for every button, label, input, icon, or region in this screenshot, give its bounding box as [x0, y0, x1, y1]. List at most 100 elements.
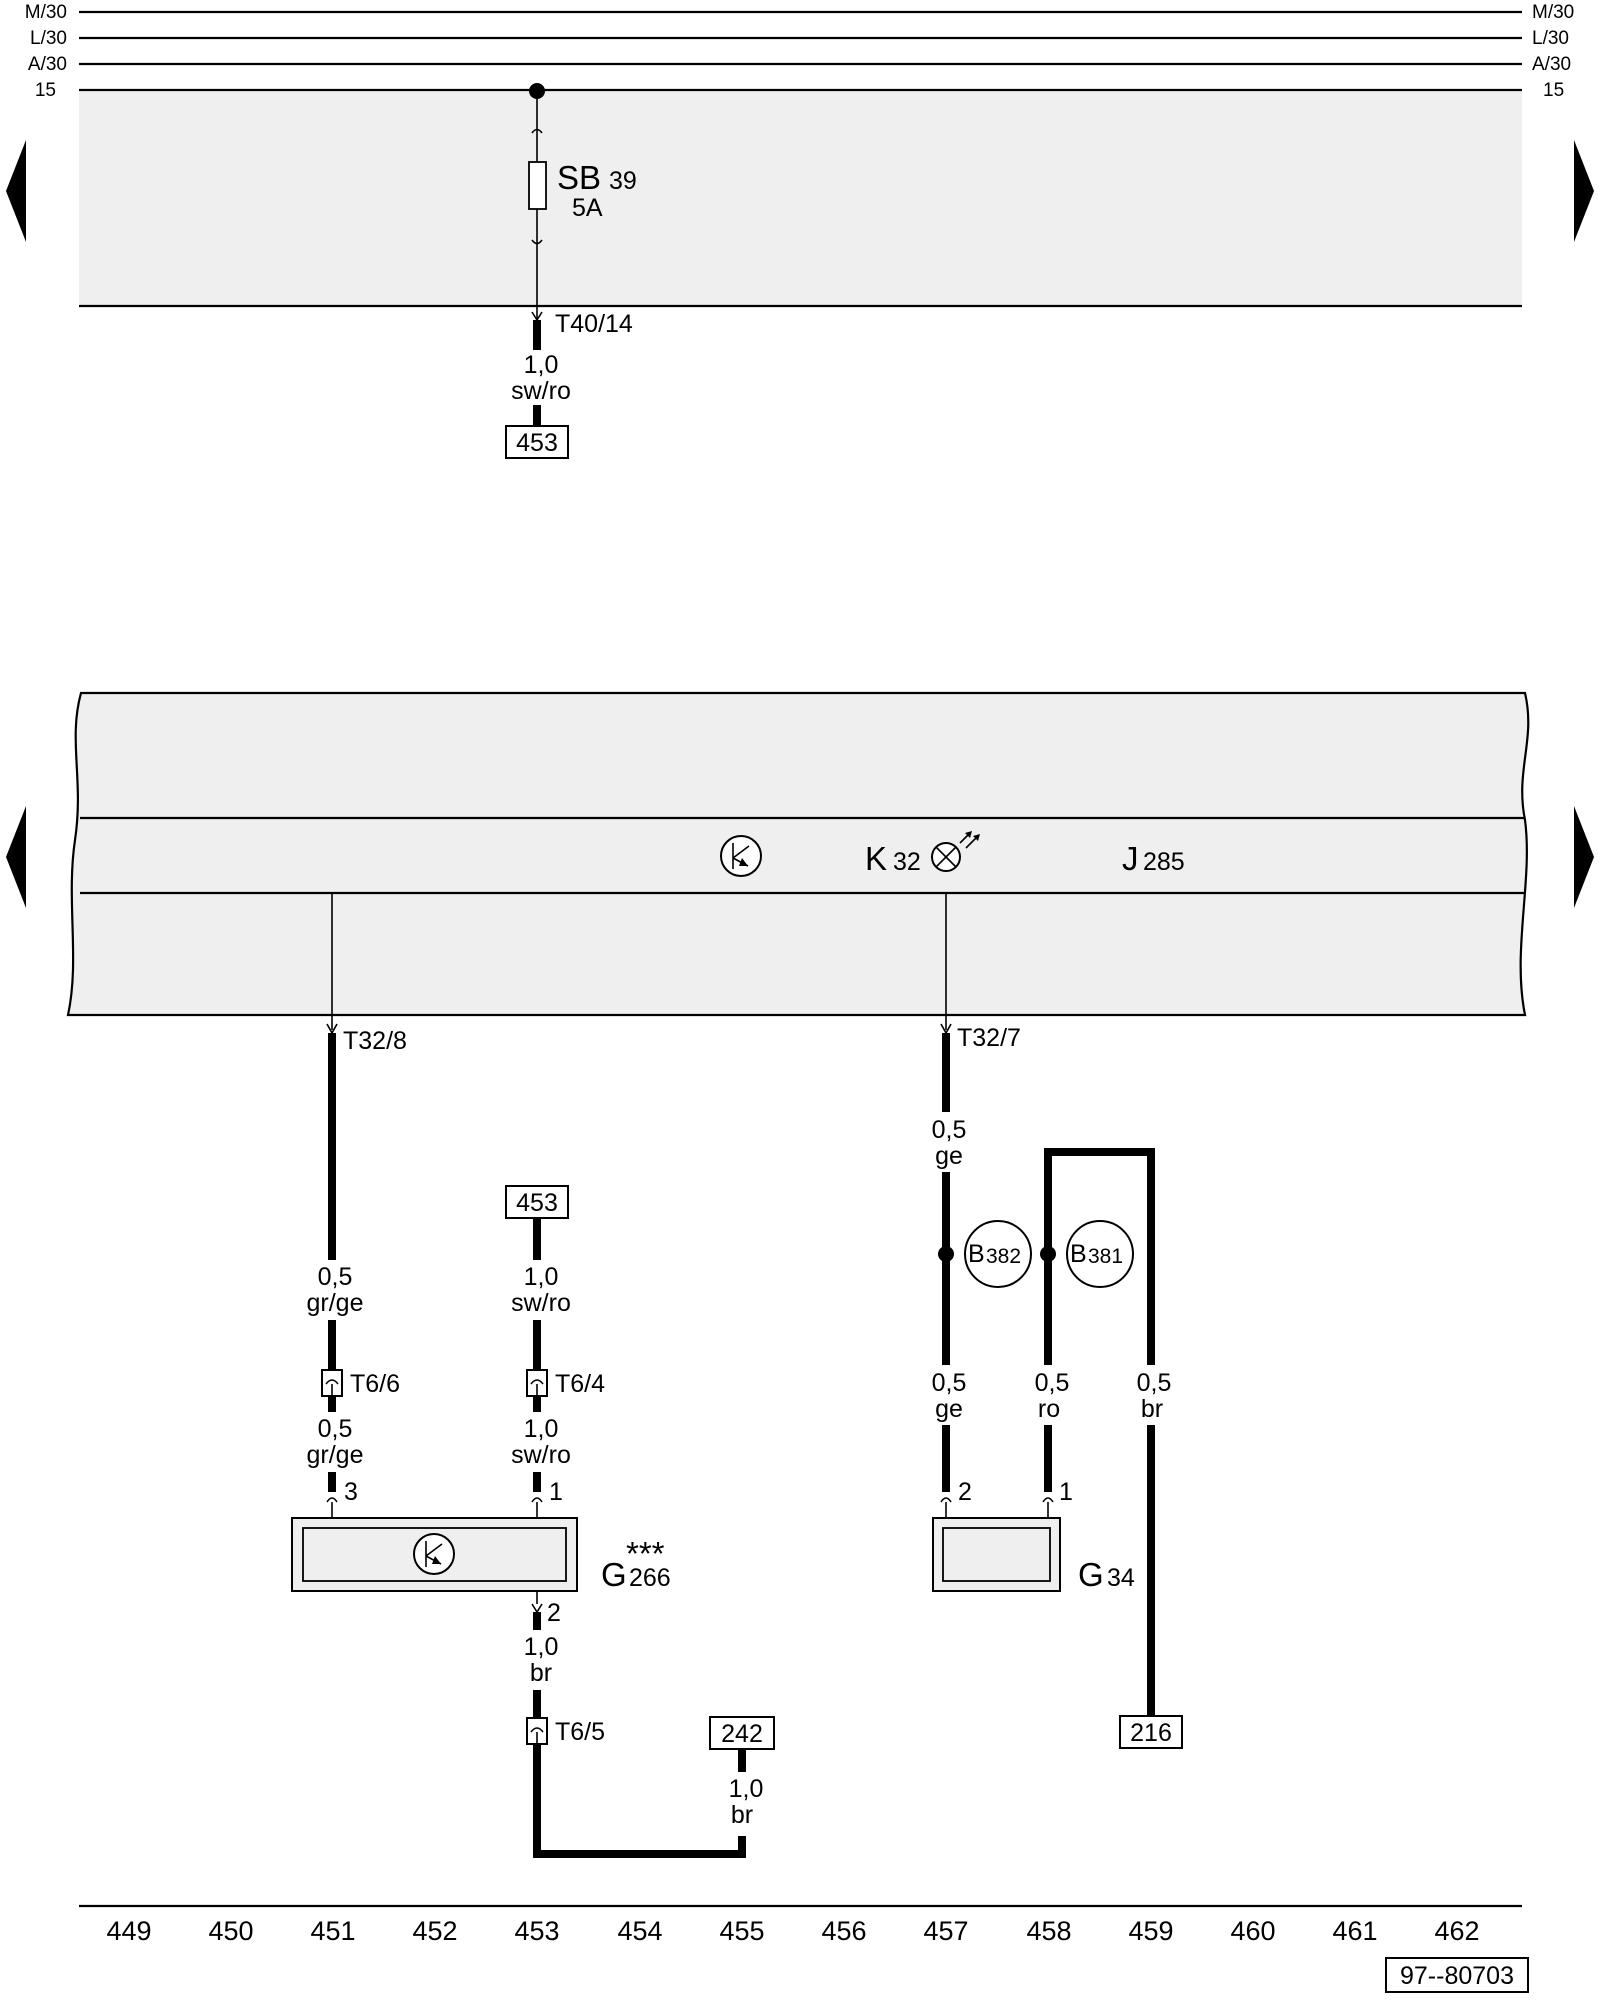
wire-size: 1,0: [524, 1633, 559, 1661]
reference-box-453-top[interactable]: [505, 425, 569, 459]
column-number: 455: [719, 1916, 764, 1946]
reference-box-242[interactable]: [709, 1716, 775, 1750]
fuse-sb39: SB 39 5A: [528, 83, 637, 306]
wire-size: 0,5: [1035, 1369, 1070, 1397]
lamp-icon: [931, 831, 980, 872]
column-number: 451: [310, 1916, 355, 1946]
previous-page-arrow-icon[interactable]: [6, 806, 26, 908]
wire-g266-to-242: 2 1,0 br T6/5 1,0 br 242: [524, 1591, 775, 1858]
wire-color: ge: [935, 1142, 963, 1170]
component-letter: G: [1078, 1556, 1104, 1593]
component-number: 266: [629, 1564, 671, 1592]
column-number: 452: [412, 1916, 457, 1946]
rail-labels-right: M/30 L/30 A/30 15: [1532, 2, 1574, 101]
splice-dot: [938, 1246, 954, 1262]
column-number: 453: [514, 1916, 559, 1946]
control-unit-letter: J: [1122, 840, 1139, 877]
wire-color: sw/ro: [511, 1289, 571, 1317]
rail-label-right: M/30: [1532, 2, 1574, 23]
fuse-output-wire: T40/14 1,0 sw/ro 453: [505, 306, 633, 459]
wire-size: 1,0: [729, 1775, 764, 1803]
column-number: 459: [1128, 1916, 1173, 1946]
pin-number: 1: [1059, 1478, 1073, 1506]
pin-number: 1: [549, 1478, 563, 1506]
sender-g266: *** G 266: [291, 1517, 671, 1593]
reference-453-top: 453: [516, 429, 558, 457]
wire-size: 1,0: [524, 1263, 559, 1291]
column-number: 456: [821, 1916, 866, 1946]
connector-t6-4: T6/4: [555, 1370, 605, 1398]
column-numbers: 449 450 451 452 453 454 455 456 457 458 …: [106, 1916, 1479, 1946]
splice-dot: [1040, 1246, 1056, 1262]
column-number: 454: [617, 1916, 662, 1946]
lamp-number: 32: [893, 848, 921, 876]
wire-color: br: [731, 1801, 753, 1829]
wire-color: ro: [1038, 1395, 1060, 1423]
fuse-name: SB: [557, 159, 601, 196]
control-unit-number: 285: [1143, 848, 1185, 876]
rail-label-left: A/30: [28, 54, 67, 75]
wire-size: 0,5: [1137, 1369, 1172, 1397]
column-number: 449: [106, 1916, 151, 1946]
warning-lamp-k32: K 32: [865, 831, 980, 877]
connector-t6-6: T6/6: [350, 1370, 400, 1398]
column-number: 458: [1026, 1916, 1071, 1946]
gauge-symbol-icon: [720, 835, 762, 877]
wire-size: 0,5: [318, 1263, 353, 1291]
wire-color: gr/ge: [307, 1289, 364, 1317]
sender-g34: G 34: [932, 1517, 1135, 1593]
wire-color: br: [530, 1659, 552, 1687]
wire-size: 1,0: [524, 351, 559, 379]
wire-t32-8-to-g266: T32/8 0,5 gr/ge T6/6 0,5 gr/ge 3: [307, 1023, 407, 1522]
fuse-rating: 5A: [572, 194, 603, 222]
splice-number: 382: [986, 1245, 1021, 1268]
rail-labels-left: M/30 L/30 A/30 15: [25, 2, 67, 101]
rail-label-right: 15: [1543, 80, 1564, 101]
wire-t32-7-to-g34: T32/7 0,5 ge 0,5 ge 2: [932, 1023, 1021, 1522]
next-page-arrow-icon[interactable]: [1574, 140, 1594, 242]
splice-b381: B 381: [1066, 1220, 1134, 1288]
lamp-letter: K: [865, 840, 887, 877]
reference-box-216[interactable]: [1119, 1715, 1183, 1749]
wire-color: sw/ro: [511, 1441, 571, 1469]
wire-color: sw/ro: [511, 377, 571, 405]
diagram-id: 97--80703: [1400, 1962, 1514, 1990]
pin-number: 2: [547, 1599, 561, 1627]
reference-453-mid: 453: [516, 1189, 558, 1217]
previous-page-arrow-icon[interactable]: [6, 140, 26, 242]
wire-size: 0,5: [932, 1369, 967, 1397]
connector-t32-8: T32/8: [343, 1027, 407, 1055]
splice-letter: B: [968, 1240, 985, 1268]
component-number: 34: [1107, 1564, 1135, 1592]
diagram-id-box: [1385, 1957, 1529, 1993]
component-marker: ***: [626, 1535, 665, 1572]
rail-label-left: 15: [35, 80, 56, 101]
rail-label-left: M/30: [25, 2, 67, 23]
fuse-symbol: [528, 161, 547, 210]
column-number: 461: [1332, 1916, 1377, 1946]
next-page-arrow-icon[interactable]: [1574, 806, 1594, 908]
connector-t40-14: T40/14: [555, 310, 633, 338]
wire-size: 0,5: [932, 1116, 967, 1144]
wire-size: 1,0: [524, 1415, 559, 1443]
wire-color: br: [1141, 1395, 1163, 1423]
column-number: 457: [923, 1916, 968, 1946]
reference-216: 216: [1130, 1719, 1172, 1747]
fuse-number: 39: [609, 167, 637, 195]
rail-label-right: A/30: [1532, 54, 1571, 75]
splice-number: 381: [1088, 1245, 1123, 1268]
splice-letter: B: [1070, 1240, 1087, 1268]
instrument-cluster-j285: [66, 691, 1530, 1017]
connector-t32-7: T32/7: [957, 1024, 1021, 1052]
reference-242: 242: [721, 1720, 763, 1748]
wire-size: 0,5: [318, 1415, 353, 1443]
wire-color: ge: [935, 1395, 963, 1423]
column-number: 460: [1230, 1916, 1275, 1946]
pin-number: 2: [958, 1478, 972, 1506]
component-letter: G: [601, 1556, 627, 1593]
gauge-symbol-icon: [413, 1533, 455, 1575]
splice-b382: B 382: [964, 1220, 1032, 1288]
connector-t6-5: T6/5: [555, 1718, 605, 1746]
wire-loop-g34-216: 0,5 ro 1 0,5 br 216: [1035, 1148, 1183, 1749]
